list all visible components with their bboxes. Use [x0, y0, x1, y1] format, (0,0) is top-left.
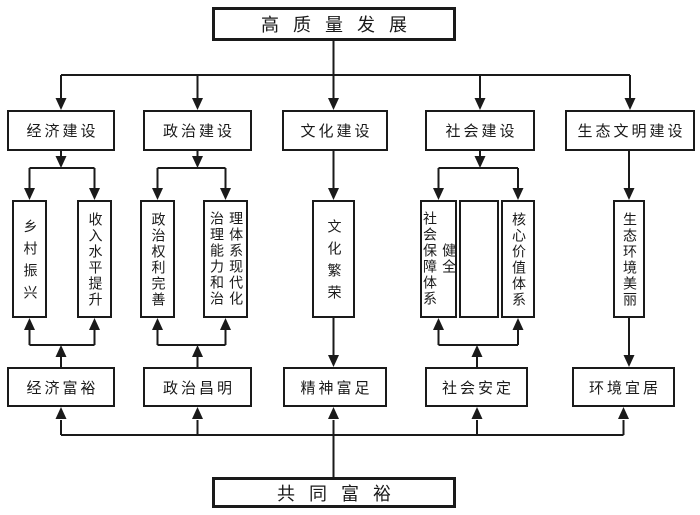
arrow-down-icon [328, 188, 339, 200]
arrow-down-icon [474, 98, 486, 110]
arrow-up-icon [512, 318, 524, 330]
arrow-down-icon [24, 188, 35, 200]
arrow-up-icon [55, 345, 67, 357]
node-social-construction: 社会建设 [425, 110, 535, 151]
node-income-level-rise: 收入水平提升 [77, 200, 112, 318]
node-rural-revitalization: 乡村振兴 [12, 200, 47, 318]
arrow-down-icon [192, 98, 203, 110]
arrow-down-icon [623, 355, 635, 367]
arrow-down-icon [623, 188, 635, 200]
node-high-quality-development: 高质量发展 [212, 7, 456, 41]
node-common-prosperity: 共同富裕 [212, 477, 456, 508]
arrow-down-icon [433, 188, 444, 200]
arrow-down-icon [328, 355, 339, 367]
node-governance-modernization: 治理能力和治 理体系现代化 [203, 200, 248, 318]
node-social-security-col-left: 社会保障体系 [421, 211, 437, 307]
arrow-down-icon [512, 188, 524, 200]
node-income-level-rise-label: 收入水平提升 [86, 212, 103, 308]
node-spiritual-richness: 精神富足 [283, 367, 387, 407]
node-political-rights-label: 政治权利完善 [149, 212, 166, 308]
arrow-up-icon [618, 407, 629, 419]
arrow-up-icon [89, 318, 100, 330]
arrow-up-icon [471, 407, 483, 419]
arrow-down-icon [152, 188, 163, 200]
node-cultural-prosperity-label: 文化繁荣 [325, 219, 342, 307]
node-social-security-system: 社会保障体系 健全 [420, 200, 457, 318]
arrow-up-icon [328, 407, 339, 419]
node-eco-civilization-construction: 生态文明建设 [565, 110, 695, 151]
arrow-down-icon [55, 98, 67, 110]
arrow-down-icon [192, 156, 203, 168]
arrow-up-icon [152, 318, 163, 330]
node-beautiful-ecology-label: 生态环境美丽 [621, 212, 638, 308]
node-governance-col-right: 理体系现代化 [227, 211, 244, 307]
arrow-up-icon [471, 345, 483, 357]
node-rural-revitalization-label: 乡村振兴 [21, 219, 38, 307]
node-beautiful-ecology: 生态环境美丽 [613, 200, 645, 318]
arrow-down-icon [89, 188, 100, 200]
arrow-up-icon [55, 407, 67, 419]
node-cultural-construction: 文化建设 [282, 110, 388, 151]
node-core-value-system: 核心价值体系 [501, 200, 535, 318]
arrow-up-icon [24, 318, 35, 330]
node-cultural-prosperity: 文化繁荣 [312, 200, 355, 318]
node-economic-affluence: 经济富裕 [7, 367, 115, 407]
arrow-down-icon [55, 156, 67, 168]
node-political-rights: 政治权利完善 [140, 200, 175, 318]
arrow-down-icon [624, 98, 636, 110]
node-empty-cell [459, 200, 499, 318]
arrow-down-icon [220, 188, 231, 200]
node-core-value-system-label: 核心价值体系 [510, 212, 527, 308]
node-political-construction: 政治建设 [143, 110, 252, 151]
arrow-up-icon [433, 318, 444, 330]
node-governance-col-left: 治理能力和治 [208, 211, 224, 307]
arrow-down-icon [474, 156, 486, 168]
node-political-enlightenment: 政治昌明 [143, 367, 252, 407]
node-economic-construction: 经济建设 [7, 110, 115, 151]
node-social-security-col-right: 健全 [440, 243, 457, 275]
arrow-up-icon [220, 318, 231, 330]
arrow-down-icon [328, 98, 339, 110]
arrow-up-icon [192, 345, 203, 357]
node-social-stability: 社会安定 [425, 367, 528, 407]
node-livable-environment: 环境宜居 [572, 367, 675, 407]
arrow-up-icon [192, 407, 203, 419]
